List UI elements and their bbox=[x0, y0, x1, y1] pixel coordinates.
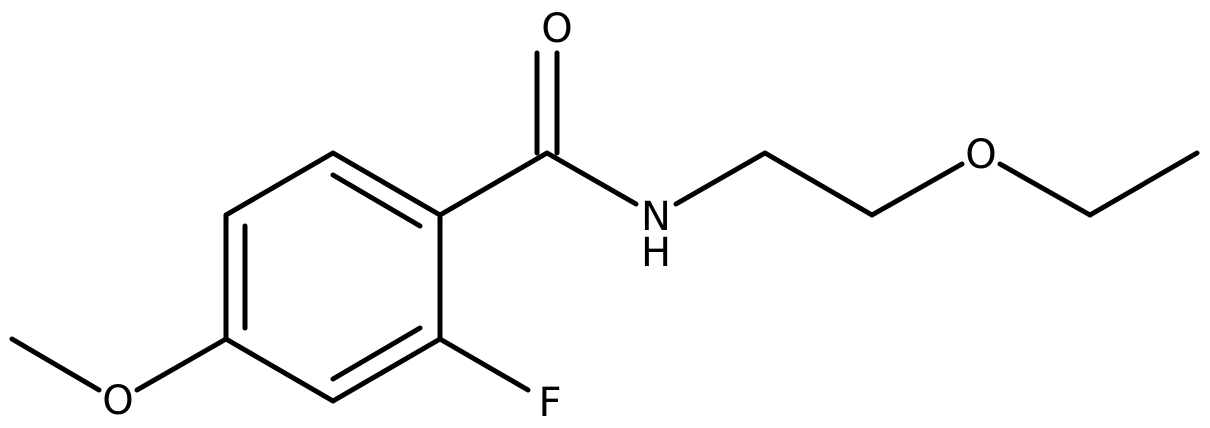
carbonyl-oxygen-label: O bbox=[541, 6, 572, 52]
benzene-ring bbox=[223, 150, 443, 404]
bond-ring-methoxy-oxygen bbox=[134, 336, 229, 393]
bond-ring-carbonyl bbox=[437, 150, 550, 218]
bond-ethyl-ch2-ch3 bbox=[1087, 150, 1200, 218]
ring-bond-c1-c2 bbox=[330, 150, 443, 218]
bond-ether-oxygen-ch2 bbox=[997, 161, 1093, 218]
ring-bond-c5-c6 bbox=[330, 336, 443, 404]
ring-bond-c1-c2-inner bbox=[330, 172, 423, 229]
ring-bond-c5-c6-inner bbox=[330, 325, 423, 382]
bond-carbonyl-nitrogen bbox=[544, 150, 639, 207]
bond-ch2-ch2 bbox=[762, 150, 875, 218]
amide-hydrogen-label: H bbox=[641, 230, 671, 276]
bond-methoxy-oxygen-ch3 bbox=[9, 336, 102, 393]
amide-nitrogen-label: N bbox=[641, 194, 671, 240]
ether-oxygen-label: O bbox=[965, 132, 996, 178]
methoxy-oxygen-label: O bbox=[102, 378, 133, 424]
bond-nitrogen-ch2 bbox=[673, 150, 768, 207]
bond-ch2-ether-oxygen bbox=[869, 161, 965, 218]
bond-ring-fluorine bbox=[437, 336, 531, 393]
ring-bond-c2-c3 bbox=[223, 150, 336, 218]
ring-bond-c4-c5 bbox=[223, 336, 336, 404]
fluorine-label: F bbox=[538, 380, 561, 426]
